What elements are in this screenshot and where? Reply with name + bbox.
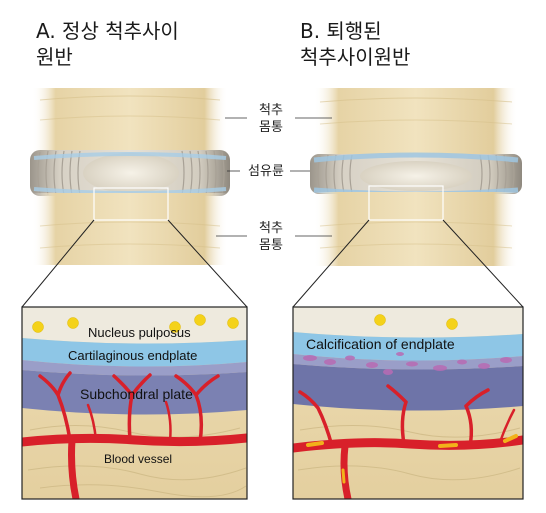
label-vertebral-body-top: 척추 몸통 — [259, 103, 283, 135]
label-blood-vessel: Blood vessel — [104, 452, 173, 466]
label-annulus: 섬유륜 — [248, 164, 284, 179]
zoom-box-b — [368, 185, 444, 221]
calcified-vessel-deposits — [306, 434, 518, 484]
inset-a-frame — [21, 306, 248, 500]
nucleus-dots-a — [32, 314, 239, 333]
blood-vessels-b — [293, 384, 523, 499]
inset-b — [293, 307, 523, 499]
nucleus-b — [360, 161, 472, 191]
vertebral-body-bottom-b — [314, 192, 518, 266]
inset-b-frame — [292, 306, 524, 500]
vertebral-body-top-b — [314, 88, 518, 160]
spine-a — [30, 88, 230, 265]
label-subchondral-plate: Subchondral plate — [80, 386, 193, 402]
vertebral-body-top-a — [32, 88, 228, 158]
calcification-spots — [303, 352, 512, 375]
zoom-connectors — [21, 219, 524, 308]
panel-b-title: B. 퇴행된 척추사이원반 — [300, 19, 411, 69]
spine-b — [310, 88, 522, 266]
label-vertebral-body-bottom: 척추 몸통 — [259, 221, 283, 253]
leader-lines — [216, 117, 332, 237]
nucleus-dots-b — [374, 314, 458, 330]
vertebral-body-bottom-a — [32, 193, 228, 265]
label-calcification-of-endplate: Calcification of endplate — [306, 336, 455, 352]
label-nucleus-pulposus: Nucleus pulposus — [88, 325, 191, 340]
blood-vessels-a — [22, 371, 247, 499]
zoom-box-a — [93, 187, 169, 221]
panel-a-title: A. 정상 척추사이 원반 — [36, 19, 179, 69]
inset-a — [22, 307, 247, 499]
label-cartilaginous-endplate: Cartilaginous endplate — [68, 348, 198, 363]
nucleus-a — [83, 153, 179, 193]
